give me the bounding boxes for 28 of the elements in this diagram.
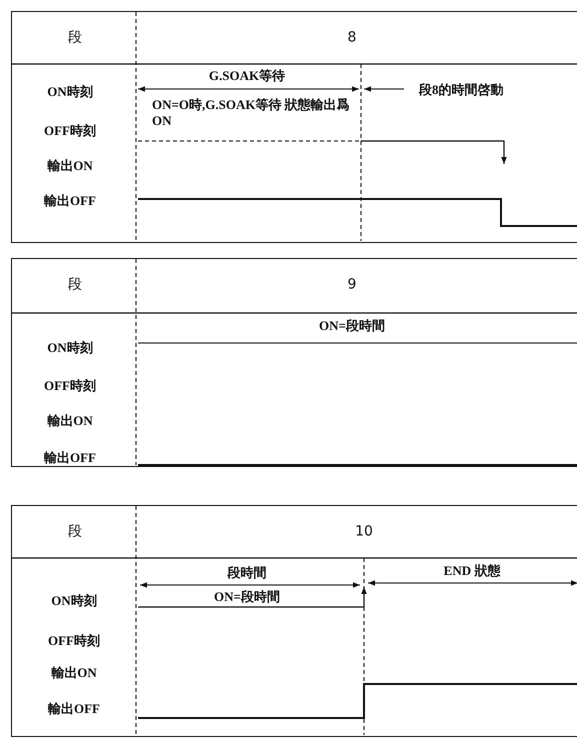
interval-label: END 狀態 bbox=[444, 562, 500, 580]
row-header: 段 bbox=[68, 29, 82, 47]
row-label: OFF時刻 bbox=[44, 122, 96, 140]
note-text: 段8的時間啓動 bbox=[419, 82, 504, 98]
row-label: 輸出OFF bbox=[48, 700, 100, 718]
row-label: 輸出ON bbox=[51, 664, 97, 682]
interval-label: ON=段時間 bbox=[214, 588, 280, 606]
row-header: 段 bbox=[68, 276, 82, 294]
timing-panel bbox=[11, 11, 577, 243]
row-label: 輸出ON bbox=[47, 158, 93, 174]
step-number: 10 bbox=[355, 523, 373, 541]
timing-panel bbox=[11, 505, 577, 737]
row-label: OFF時刻 bbox=[48, 632, 100, 650]
row-header: 段 bbox=[68, 523, 82, 541]
interval-label: G.SOAK等待 bbox=[208, 68, 286, 84]
step-number: 9 bbox=[348, 276, 356, 294]
row-label: OFF時刻 bbox=[44, 378, 96, 394]
note-text: ON=O時,G.SOAK等待 狀態輸出爲ON bbox=[152, 96, 351, 130]
step-number: 8 bbox=[348, 29, 356, 47]
row-label: ON時刻 bbox=[47, 84, 93, 100]
row-label: ON時刻 bbox=[47, 340, 93, 356]
interval-label: ON=段時間 bbox=[319, 318, 385, 334]
timing-panel bbox=[11, 258, 577, 467]
interval-label: 段時間 bbox=[228, 564, 266, 582]
row-label: ON時刻 bbox=[51, 592, 97, 610]
row-label: 輸出ON bbox=[47, 412, 93, 430]
row-label: 輸出OFF bbox=[44, 450, 96, 466]
row-label: 輸出OFF bbox=[44, 192, 96, 210]
